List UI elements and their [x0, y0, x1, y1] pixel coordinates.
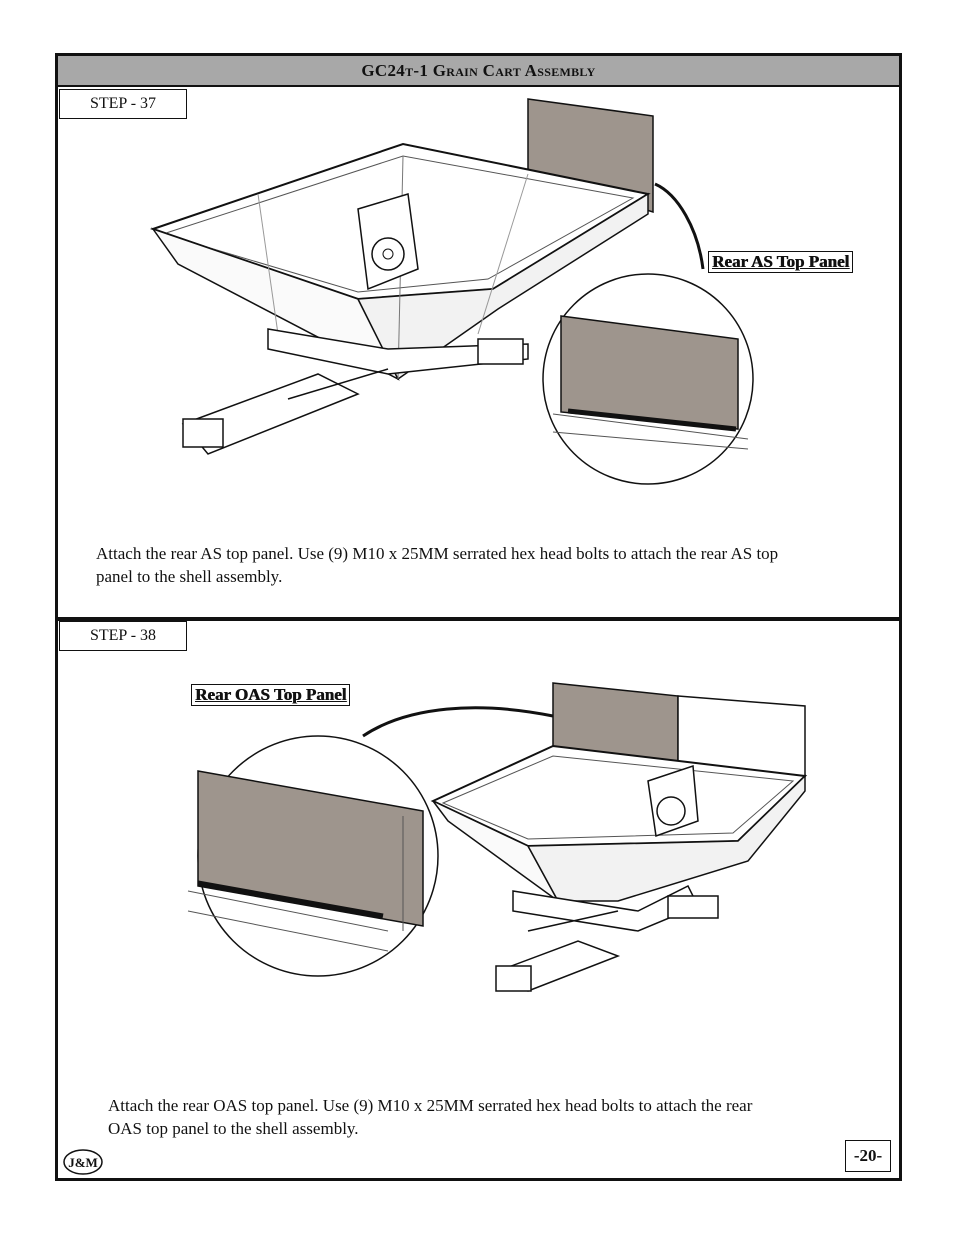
step-38-callout: Rear OAS Top Panel [191, 684, 351, 706]
step-37-caption-line-2: panel to the shell assembly. [96, 567, 283, 586]
step-37-illustration [149, 98, 754, 485]
section-divider [58, 617, 899, 621]
step-38-caption-line-2: OAS top panel to the shell assembly. [108, 1119, 359, 1138]
step-37-label: STEP - 37 [59, 89, 187, 119]
page-title: GC24t-1 Grain Cart Assembly [58, 56, 899, 87]
page-frame: GC24t-1 Grain Cart Assembly STEP - 37 R [55, 53, 902, 1181]
step-38-illustration [187, 682, 808, 992]
step-37-caption-line-1: Attach the rear AS top panel. Use (9) M1… [96, 544, 779, 563]
svg-text:J&M: J&M [68, 1155, 98, 1170]
jm-logo: J&M [63, 1149, 103, 1175]
step-38-label: STEP - 38 [59, 621, 187, 651]
page-number: -20- [845, 1140, 891, 1172]
step-37-callout: Rear AS Top Panel [708, 251, 854, 273]
step-38-caption-line-1: Attach the rear OAS top panel. Use (9) M… [108, 1096, 753, 1115]
